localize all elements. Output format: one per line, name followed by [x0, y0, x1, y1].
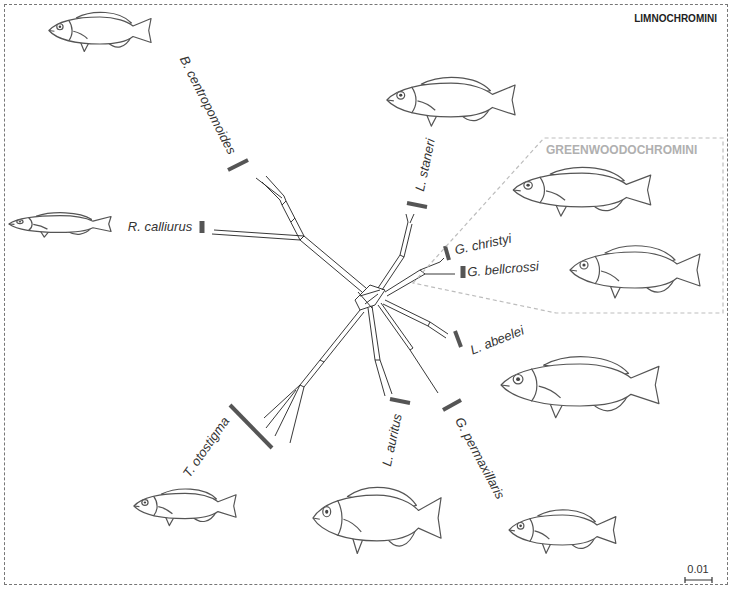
taxon-bar: [202, 160, 463, 448]
group-title: GREENWOODOCHROMINI: [546, 143, 697, 157]
scale-label: 0.01: [687, 563, 708, 575]
taxon-label: G. permaxillaris: [452, 415, 508, 502]
taxon-label: G. christyi: [453, 231, 513, 258]
taxon-label: G. bellcrossi: [467, 258, 540, 279]
subgroup-region: GREENWOODOCHROMINI: [411, 137, 725, 315]
taxon-label: L. abeelei: [468, 322, 526, 357]
group-title: LIMNOCHROMINI: [634, 13, 717, 24]
fish-drawing: [49, 12, 151, 51]
fish-drawing: [570, 246, 700, 298]
fish-drawing: [134, 489, 236, 526]
fish-drawing: [313, 487, 441, 553]
fish-drawing: [501, 357, 659, 418]
taxon-label: R. calliurus: [128, 219, 192, 234]
taxon-label: B. centropomoides: [177, 53, 240, 156]
taxon-label: L. staneri: [412, 137, 438, 192]
tribe-frame: LIMNOCHROMINI GREENWOODOCHROMINI: [4, 4, 728, 585]
fish-drawing: [387, 77, 515, 126]
region-outline: [411, 137, 725, 315]
taxon-label: L. auritus: [379, 412, 405, 467]
scale-bar: [685, 577, 712, 583]
splits-network: [212, 176, 455, 443]
fish-drawing: [513, 167, 650, 216]
fish-drawing: [9, 213, 111, 237]
fish-drawing: [509, 510, 616, 554]
taxon-label: T. otostigma: [180, 414, 233, 480]
